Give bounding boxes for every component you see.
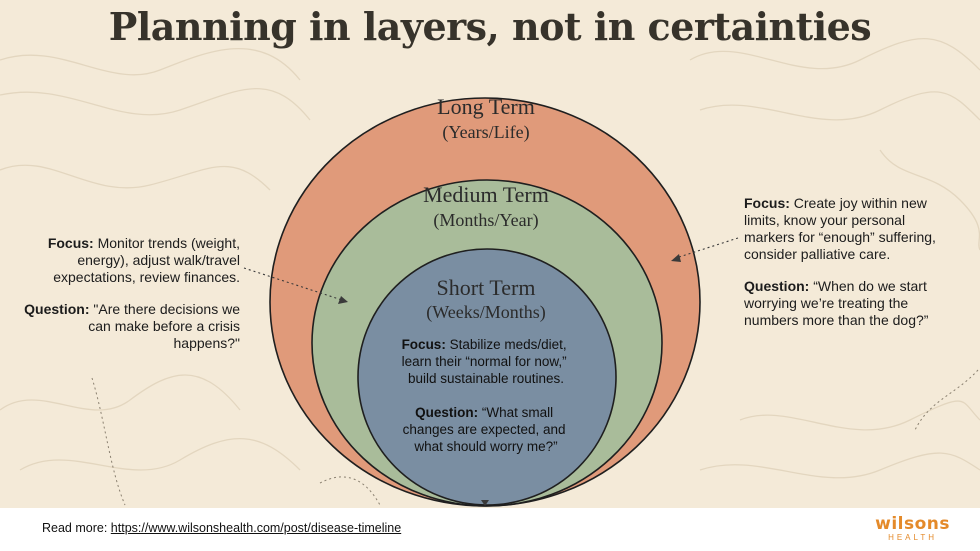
short-term-ring xyxy=(357,248,617,506)
long-term-title: Long Term xyxy=(437,94,535,119)
short-term-focus: Focus: Stabilize meds/diet, learn their … xyxy=(402,337,571,386)
short-term-focus-line: Stabilize meds/diet, xyxy=(450,337,567,352)
short-term-focus-line: build sustainable routines. xyxy=(408,371,564,386)
wilsons-health-logo: wilsons HEALTH xyxy=(875,515,950,542)
left-connector-line xyxy=(243,267,343,301)
short-term-subtitle: (Weeks/Months) xyxy=(426,302,546,323)
left-arrowhead xyxy=(338,296,348,304)
long-term-question: Question: “When do we start worrying we’… xyxy=(744,278,949,329)
focus-text: Monitor trends (weight, energy), adjust … xyxy=(53,235,240,285)
question-text: “When do we start worrying we’re treatin… xyxy=(744,278,929,328)
long-term-focus: Focus: Create joy within new limits, kno… xyxy=(744,195,949,263)
long-term-subtitle: (Years/Life) xyxy=(442,122,529,143)
short-term-focus-label: Focus: xyxy=(402,337,446,352)
short-term-question-line: changes are expected, and xyxy=(403,422,566,437)
logo-subtitle: HEALTH xyxy=(888,533,938,542)
medium-term-focus: Focus: Monitor trends (weight, energy), … xyxy=(18,235,240,286)
logo-word: wilsons xyxy=(875,514,950,534)
medium-term-subtitle: (Months/Year) xyxy=(433,210,538,231)
medium-term-note: Focus: Monitor trends (weight, energy), … xyxy=(18,235,240,367)
long-term-note: Focus: Create joy within new limits, kno… xyxy=(744,195,949,344)
read-more-link[interactable]: https://www.wilsonshealth.com/post/disea… xyxy=(110,521,402,535)
short-term-question: Question: “What small changes are expect… xyxy=(403,405,570,454)
short-term-question-label: Question: xyxy=(415,405,478,420)
page-title: Planning in layers, not in certainties xyxy=(108,4,872,49)
short-term-question-line: “What small xyxy=(482,405,553,420)
short-term-question-line: what should worry me?” xyxy=(413,439,557,454)
nested-circle-diagram: Long Term (Years/Life) Medium Term (Mont… xyxy=(243,94,739,507)
right-connector-line xyxy=(675,237,739,259)
focus-text: Create joy within new limits, know your … xyxy=(744,195,936,262)
short-term-focus-line: learn their “normal for now,” xyxy=(402,354,567,369)
question-label: Question: xyxy=(744,278,810,294)
read-more: Read more: https://www.wilsonshealth.com… xyxy=(42,521,401,535)
footer-bar: Read more: https://www.wilsonshealth.com… xyxy=(0,508,980,551)
medium-term-title: Medium Term xyxy=(423,182,549,207)
topographic-background xyxy=(0,38,980,506)
focus-label: Focus: xyxy=(744,195,790,211)
short-term-title: Short Term xyxy=(437,275,536,300)
question-text: "Are there decisions we can make before … xyxy=(88,301,240,351)
read-more-label: Read more: xyxy=(42,521,108,535)
question-label: Question: xyxy=(24,301,90,317)
slide: Planning in layers, not in certainties L… xyxy=(0,4,980,507)
medium-term-question: Question: "Are there decisions we can ma… xyxy=(18,301,240,352)
right-arrowhead xyxy=(671,254,681,262)
bottom-marker-icon xyxy=(481,500,489,506)
focus-label: Focus: xyxy=(47,235,94,251)
